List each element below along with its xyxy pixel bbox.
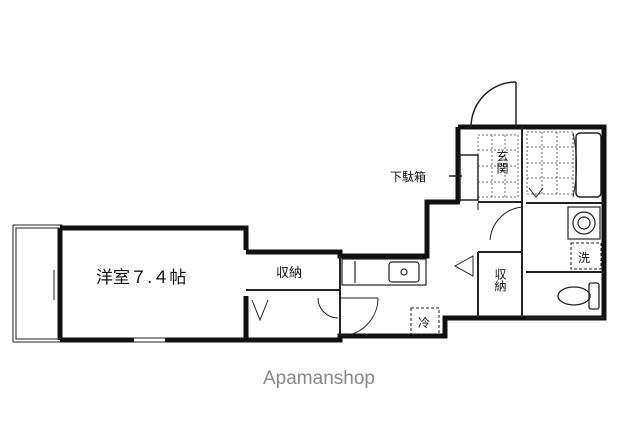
kitchen-counter [341,258,427,286]
washer-label: 洗 [578,251,590,265]
interior-doors [251,203,523,337]
entrance-tile-grid [477,134,519,198]
fridge-box [410,307,440,335]
bathtub-icon [575,132,602,198]
wash-basin-icon [567,206,601,240]
watermark: Apamanshop [263,368,375,389]
western-room-label: 洋室７.４帖 [96,268,186,288]
bathroom [526,131,602,198]
fridge-label: 冷 [418,316,430,330]
closet-left-label: 収納 [276,266,302,281]
entrance-label: 玄関 [495,149,509,174]
toilet-icon [557,282,600,310]
shoe-box [449,154,479,201]
window-marks [53,270,165,343]
entrance-door [470,81,517,128]
washer-box [570,242,602,270]
shoe-box-label: 下駄箱 [390,169,426,184]
balcony [12,224,63,343]
closet-right-label: 収納 [493,268,507,292]
sink-icon [388,261,420,283]
